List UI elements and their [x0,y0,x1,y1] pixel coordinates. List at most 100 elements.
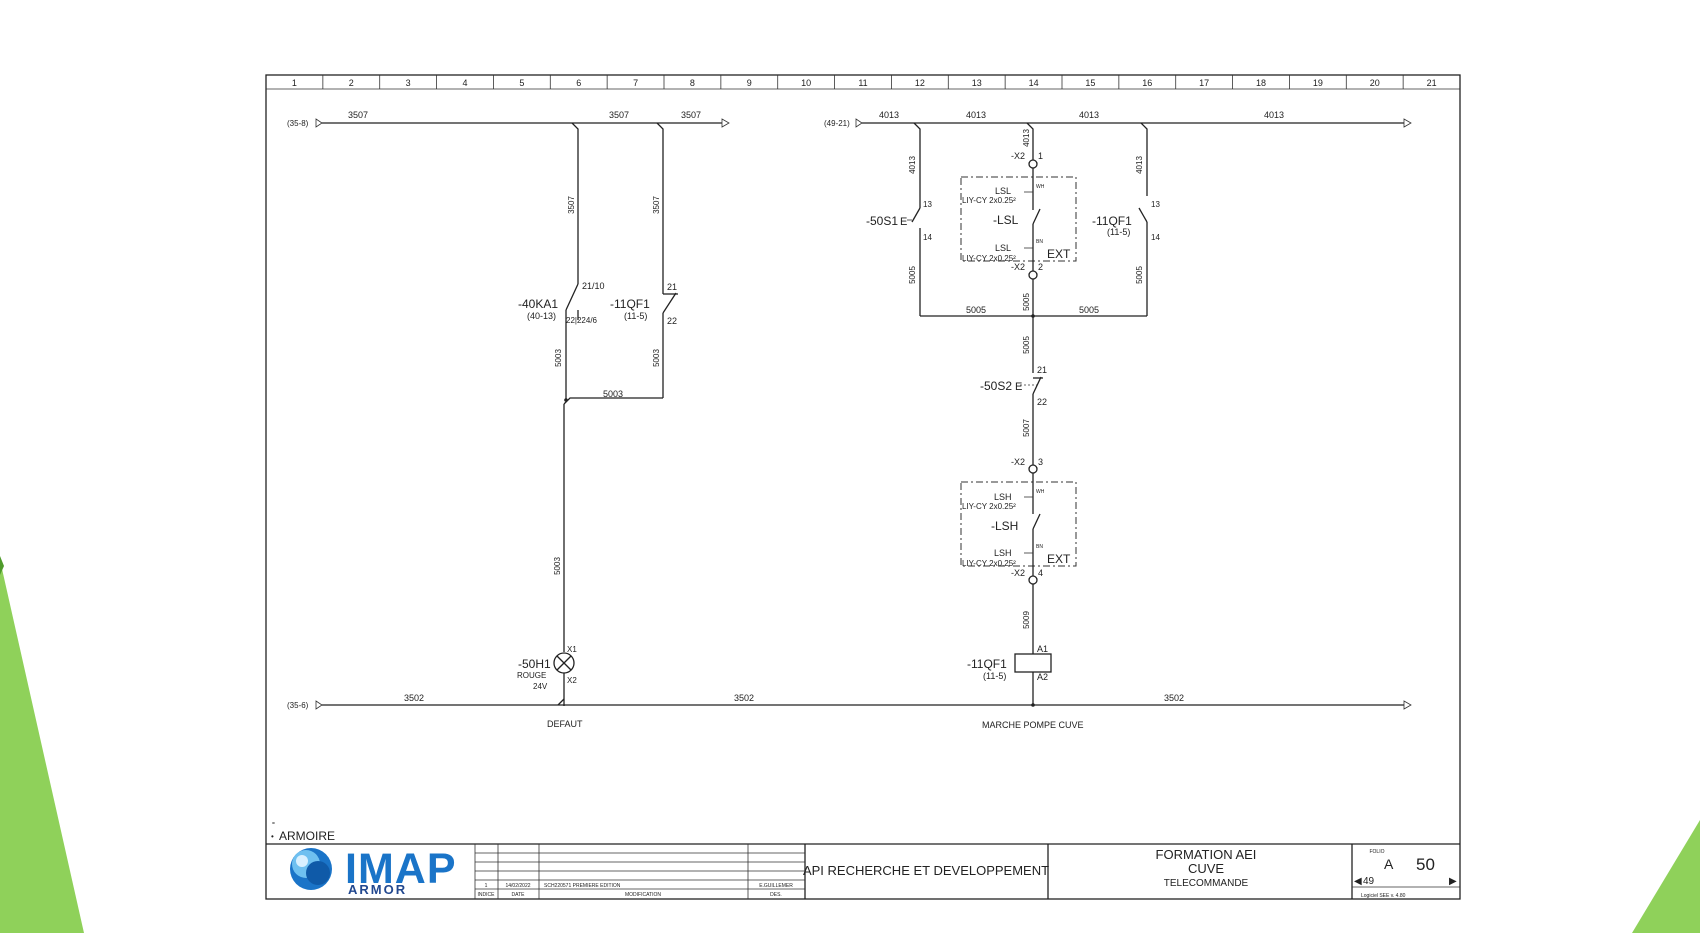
column-number: 12 [915,78,925,88]
prev-folio-icon[interactable]: ◀ [1354,876,1362,887]
lsh-x2-bottom: -X2 [1011,568,1025,578]
terminal-x2-3-icon [1028,464,1038,474]
wire-label-vertical: 4013 [1022,129,1031,147]
coil-pin-bottom: A2 [1037,672,1048,682]
ka1-pins-bottom: 22|224/6 [566,316,598,325]
green-left-triangle [0,560,84,933]
wire-label-vertical: 5005 [1022,293,1031,311]
wire-label: 4013 [879,110,899,120]
wire-label: 3507 [609,110,629,120]
wire-label: 4013 [966,110,986,120]
arrow-continue-icon [1403,700,1412,710]
armoire-bullet: • [271,832,274,841]
lsl-ext: EXT [1047,247,1071,261]
lsl-wh-label: WH [1036,184,1045,190]
wire-label-vertical: 5007 [1022,419,1031,437]
prev-folio-number: 49 [1363,876,1375,887]
revision-table: 1 14/02/2022 SCH220571 PREMIERE EDITION … [475,844,805,899]
lamp-pin-bottom: X2 [567,676,577,685]
lamp-pin-top: X1 [567,645,577,654]
lsh-ext: EXT [1047,552,1071,566]
lsl-x2-top-pin: 1 [1038,151,1043,161]
wire-label: 5003 [603,389,623,399]
column-number: 21 [1427,78,1437,88]
wire-label-vertical: 5003 [652,349,661,367]
column-number: 3 [406,78,411,88]
qf1-right-name: -11QF1 [1092,214,1132,228]
column-number: 8 [690,78,695,88]
column-number: 11 [858,78,867,88]
sheet-frame [265,74,1461,900]
column-number: 15 [1085,78,1095,88]
wire-label-vertical: 5005 [1022,336,1031,354]
qf1-left-contact-blade [662,292,677,314]
lsh-x2-top-pin: 3 [1038,457,1043,467]
title-block: 1 14/02/2022 SCH220571 PREMIERE EDITION … [266,843,1460,899]
s1-pin-bottom: 14 [923,233,932,242]
qf1-right-ref: (11-5) [1107,227,1130,237]
qf1-right-contact-blade [1138,207,1148,223]
lsl-x2-bottom-pin: 2 [1038,262,1043,272]
junction-dot [1031,314,1035,318]
rev-header-date: DATE [512,892,526,898]
arrow-origin-icon [315,118,323,128]
lsl-x2-top: -X2 [1011,151,1025,161]
armoire-mark: = [272,821,275,827]
junction-dot [564,398,568,402]
s2-pin-bottom: 22 [1037,397,1047,407]
arrow-continue-icon [721,118,730,128]
lamp-color: ROUGE [517,671,546,680]
bus-ref-top-right: (49-21) [824,119,850,128]
lsl-device-frame [960,176,1077,262]
ka1-contact-blade [565,283,579,311]
lsl-tag: LSL [995,243,1011,253]
folio-number: 50 [1416,855,1435,874]
next-folio-icon[interactable]: ▶ [1449,876,1457,887]
s2-name: -50S2 [980,379,1012,393]
wire-label-vertical: 4013 [1135,156,1144,174]
wire-label: 4013 [1264,110,1284,120]
s2-actuator-mark: E [1015,381,1022,393]
lsh-x2-top: -X2 [1011,457,1025,467]
bus-tap [557,698,565,706]
lsh-wh-label: WH [1036,489,1045,495]
logo-text: IMAP [345,845,457,893]
column-number: 20 [1370,78,1380,88]
qf1-right-pin-bottom: 14 [1151,233,1160,242]
rev-header-modification: MODIFICATION [625,892,661,898]
lsl-x2-bottom: -X2 [1011,262,1025,272]
logo-subtext: ARMOR [348,882,407,897]
lsh-x2-bottom-pin: 4 [1038,568,1043,578]
folio-label: FOLIO [1369,849,1384,855]
arrow-continue-icon [1403,118,1412,128]
qf1-left-pin-top: 21 [667,282,677,292]
green-left-accent [0,556,4,575]
lsh-cable: LIY-CY 2x0.25² [962,559,1016,568]
wire-label: 5005 [966,305,986,315]
column-number: 16 [1142,78,1152,88]
column-number: 5 [519,78,524,88]
column-number: 14 [1029,78,1039,88]
bus-ref-top-left: (35-8) [287,119,309,128]
ka1-name: -40KA1 [518,297,558,311]
lsl-cable: LIY-CY 2x0.25² [962,196,1016,205]
project-line-1: FORMATION AEI [1156,847,1257,862]
logo-sphere-shine [296,855,308,867]
ka1-ref: (40-13) [527,311,556,321]
right-circuit: (49-21) 4013 4013 4013 4013 4013 1 3 14 -… [824,110,1412,705]
rev-date: 14/02/2022 [505,883,530,889]
wire-label-vertical: 5005 [908,266,917,284]
qf1-left-ref: (11-5) [624,311,647,321]
wire-label: 5005 [1079,305,1099,315]
coil-name: -11QF1 [967,657,1007,671]
software-version: Logiciel SEE v. 4.80 [1361,893,1406,899]
wire-label: 4013 [1079,110,1099,120]
qf1-left-pin-bottom: 22 [667,316,677,326]
column-number: 6 [576,78,581,88]
left-circuit: (35-8) 3507 3507 3507 3507 21/10 22|224/… [287,110,730,706]
lsh-switch-blade [1032,513,1041,530]
terminal-x2-1-icon [1028,159,1038,169]
lsh-tag: LSH [994,492,1012,502]
company-logo: IMAP ARMOR [290,845,457,897]
lsl-name: -LSL [993,213,1019,227]
